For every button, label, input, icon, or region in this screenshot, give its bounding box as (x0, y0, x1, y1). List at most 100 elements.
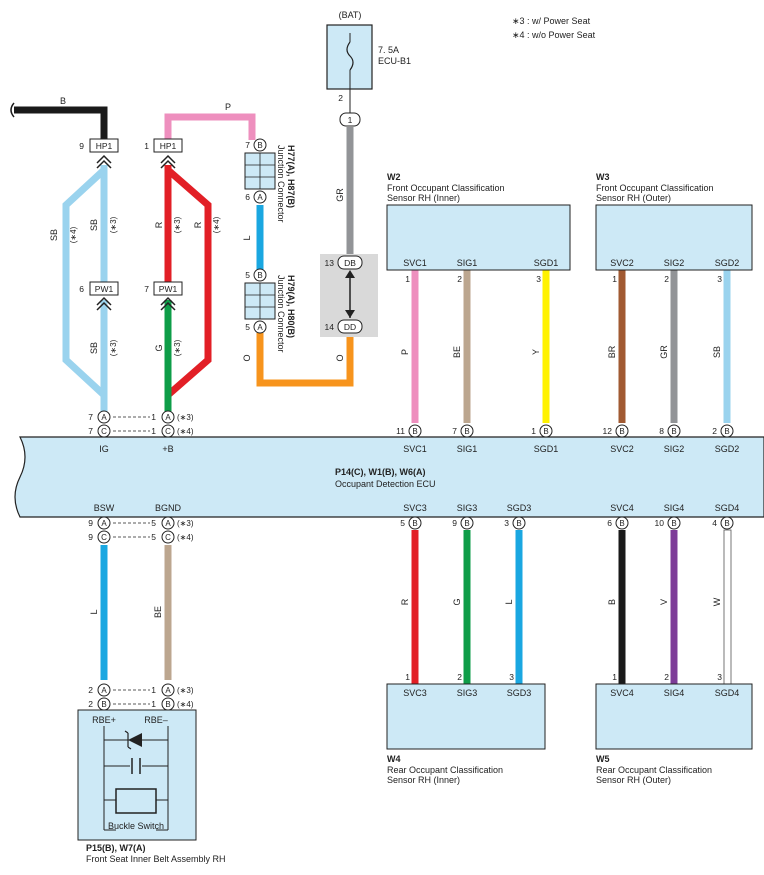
wire-label-gr-1: GR (335, 188, 345, 202)
svg-text:6: 6 (607, 518, 612, 528)
capacitor-icon (131, 758, 141, 774)
svg-text:3: 3 (504, 518, 509, 528)
w5-term-sgd4: SGD4 (715, 688, 740, 698)
db-conn-pin: 13 (325, 258, 335, 268)
svg-text:9: 9 (88, 532, 93, 542)
wire-label-b-2: B (607, 599, 617, 605)
w4-pin-2: 2 (457, 672, 462, 682)
jc2-pin-bot-circle (253, 320, 267, 334)
svg-text:C: C (165, 427, 171, 436)
svg-text:C: C (101, 533, 107, 542)
svg-text:A: A (101, 686, 107, 695)
wire-label-g: G (154, 344, 164, 351)
fuse-name: ECU-B1 (378, 56, 411, 66)
w2-name: Front Occupant Classification (387, 183, 505, 193)
wire-label-l-1: L (242, 235, 252, 240)
ecu-term-ig: IG (99, 444, 109, 454)
ecu-term-sgd1: SGD1 (534, 444, 559, 454)
ecu-term-svc2: SVC2 (610, 444, 634, 454)
w5-pin-2: 2 (664, 672, 669, 682)
pw1-right-chevron-icon (160, 296, 176, 311)
svg-text:2: 2 (88, 699, 93, 709)
wire-label-gr-2: GR (659, 345, 669, 359)
ecu-term-sig3: SIG3 (457, 503, 478, 513)
w3-name2: Sensor RH (Outer) (596, 193, 671, 203)
w3-term-sig2: SIG2 (664, 258, 685, 268)
ecu-term-svc3: SVC3 (403, 503, 427, 513)
svg-text:(∗3): (∗3) (177, 686, 194, 695)
svg-text:5: 5 (151, 518, 156, 528)
buckle-id: P15(B), W7(A) (86, 843, 146, 853)
w4-term-sgd3: SGD3 (507, 688, 532, 698)
svg-text:B: B (671, 427, 676, 436)
wire-pink-p (164, 113, 256, 140)
wire-label-w: W (712, 597, 722, 606)
hp1-right-chevron-icon (160, 154, 176, 169)
w4-pin-3: 3 (509, 672, 514, 682)
svg-text:A: A (165, 519, 171, 528)
svg-text:A: A (101, 519, 107, 528)
w4-box (386, 683, 546, 750)
svg-text:B: B (724, 519, 729, 528)
svg-text:5: 5 (151, 532, 156, 542)
jc1-pin-bot-circle (253, 190, 267, 204)
jc1-pin-bot: 6 (245, 192, 250, 202)
pw1-left-label: PW1 (95, 284, 114, 294)
ecu-bot-pins: 5 B 9 B 3 B 6 B 10 B 4 B (400, 516, 734, 530)
buckle-row-1: 2 A 1 A (∗3) (88, 683, 194, 697)
ecu-term-sig1: SIG1 (457, 444, 478, 454)
svg-text:C: C (165, 533, 171, 542)
w4-name2: Sensor RH (Inner) (387, 775, 460, 785)
jc1-pin-bot-conn: A (257, 193, 263, 202)
wire-label-l-2: L (89, 609, 99, 614)
buckle-rbe-minus: RBE– (144, 715, 168, 725)
wire-label-b: B (60, 96, 66, 106)
ecu-top-left-row-1: 7 A 1 A (∗3) (88, 410, 194, 424)
svg-text:B: B (412, 519, 417, 528)
w5-term-svc4: SVC4 (610, 688, 634, 698)
jc1-name: H77(A), H87(B) (286, 145, 296, 208)
pw1-left-chevron-icon (96, 296, 112, 311)
ecu-term-sgd3: SGD3 (507, 503, 532, 513)
buckle-box (77, 709, 197, 841)
wire-label-sb-2: SB (89, 219, 99, 231)
w4-term-svc3: SVC3 (403, 688, 427, 698)
svg-text:1: 1 (151, 699, 156, 709)
bat-label: (BAT) (339, 10, 362, 20)
buckle-rbe-plus: RBE+ (92, 715, 116, 725)
jc2-desc: Junction Connector (276, 275, 286, 353)
wire-label-be-1: BE (452, 346, 462, 358)
ecu-top-pins: 11 B 7 B 1 B 12 B 8 B 2 B (396, 424, 734, 438)
svg-text:1: 1 (151, 426, 156, 436)
ecu-term-svc4: SVC4 (610, 503, 634, 513)
svg-text:12: 12 (603, 426, 613, 436)
w4-term-sig3: SIG3 (457, 688, 478, 698)
w2-box (386, 204, 571, 271)
svg-text:B: B (412, 427, 417, 436)
svg-text:1: 1 (151, 685, 156, 695)
svg-text:B: B (516, 519, 521, 528)
ecu-box (14, 436, 764, 518)
note-power-seat: ∗3 : w/ Power Seat (512, 16, 591, 26)
ecu-term-bsw: BSW (94, 503, 115, 513)
ecu-term-bgnd: BGND (155, 503, 182, 513)
w5-name: Rear Occupant Classification (596, 765, 712, 775)
w4-name: Rear Occupant Classification (387, 765, 503, 775)
w2-term-sgd1: SGD1 (534, 258, 559, 268)
svg-text:B: B (464, 427, 469, 436)
wire-r-outer (165, 167, 212, 398)
svg-text:2: 2 (712, 426, 717, 436)
w5-pin-3: 3 (717, 672, 722, 682)
pw1-right-connector (153, 281, 183, 296)
db-conn (337, 255, 363, 270)
mark-s3-sb: (∗3) (109, 216, 118, 233)
wire-label-p-2: P (400, 349, 410, 355)
svg-text:10: 10 (655, 518, 665, 528)
svg-text:B: B (619, 427, 624, 436)
pw1-left-connector (89, 281, 119, 296)
w2-pin-2: 2 (457, 274, 462, 284)
mark-s4-sb: (∗4) (69, 226, 78, 243)
hp1-right-connector (153, 138, 183, 153)
mark-s3-r: (∗3) (173, 216, 182, 233)
